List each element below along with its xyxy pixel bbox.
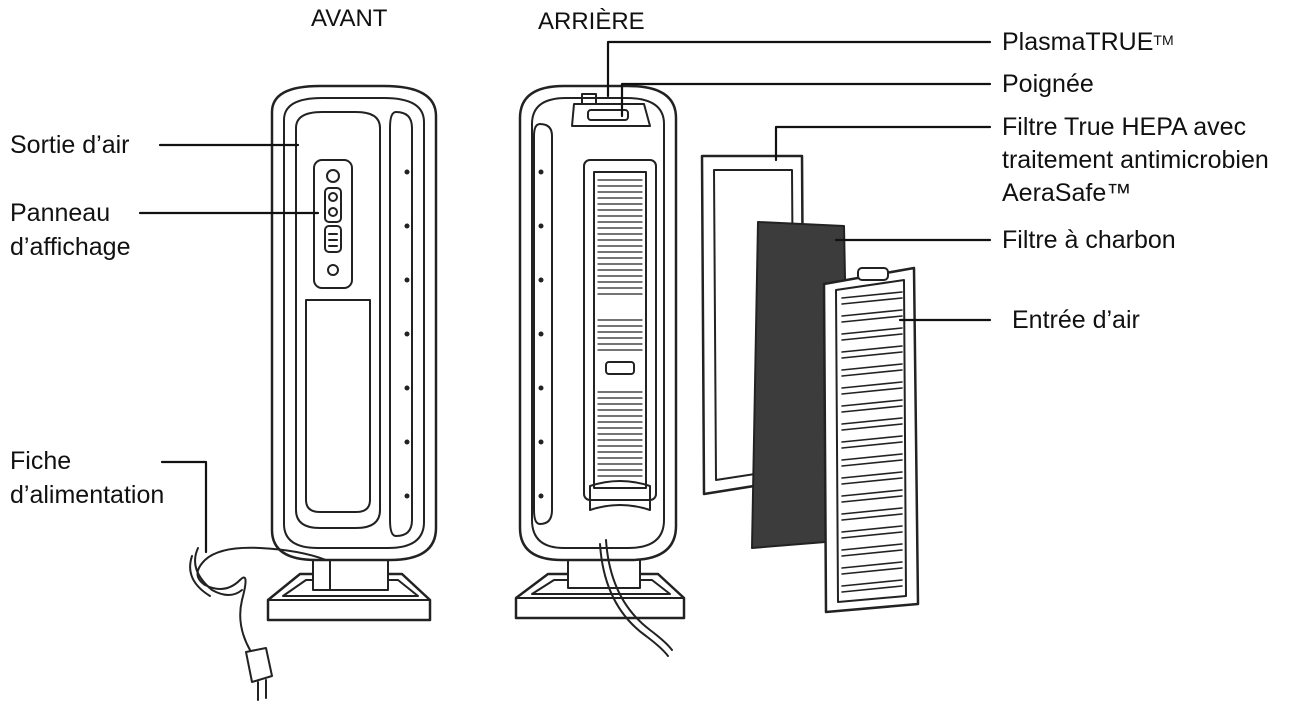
label-power-plug-line2: d’alimentation [10,481,165,509]
leader-handle [620,82,992,118]
front-purifier-drawing [189,84,438,701]
label-hepa-line2: traitement antimicrobien [1002,146,1269,174]
back-handle [571,103,651,127]
power-cord [196,546,327,671]
label-air-inlet: Entrée d’air [1012,306,1140,334]
label-air-outlet: Sortie d’air [10,131,130,159]
label-display-panel-line1: Panneau [10,199,111,227]
leader-plasmatrue [606,40,992,98]
label-plasmatrue-mark: TM [1153,32,1174,48]
label-display-panel-line2: d’affichage [10,233,131,261]
label-handle: Poignée [1002,70,1094,98]
label-plasmatrue-text: PlasmaTRUE [1002,28,1154,56]
leader-power-plug [160,460,208,554]
front-view-title: AVANT [311,5,388,32]
label-hepa-line1: Filtre True HEPA avec [1002,113,1247,141]
label-carbon-filter: Filtre à charbon [1002,226,1176,254]
leader-hepa [774,125,992,162]
label-plasmatrue: PlasmaTRUETM [1002,25,1174,59]
power-plug [245,647,273,683]
air-inlet-grille-drawing [822,266,920,614]
label-power-plug-line1: Fiche [10,447,72,475]
label-hepa-line3: AeraSafe™ [1002,179,1132,207]
back-purifier-drawing [514,84,686,657]
back-view-title: ARRIÈRE [538,8,645,35]
front-display-panel [313,159,353,289]
